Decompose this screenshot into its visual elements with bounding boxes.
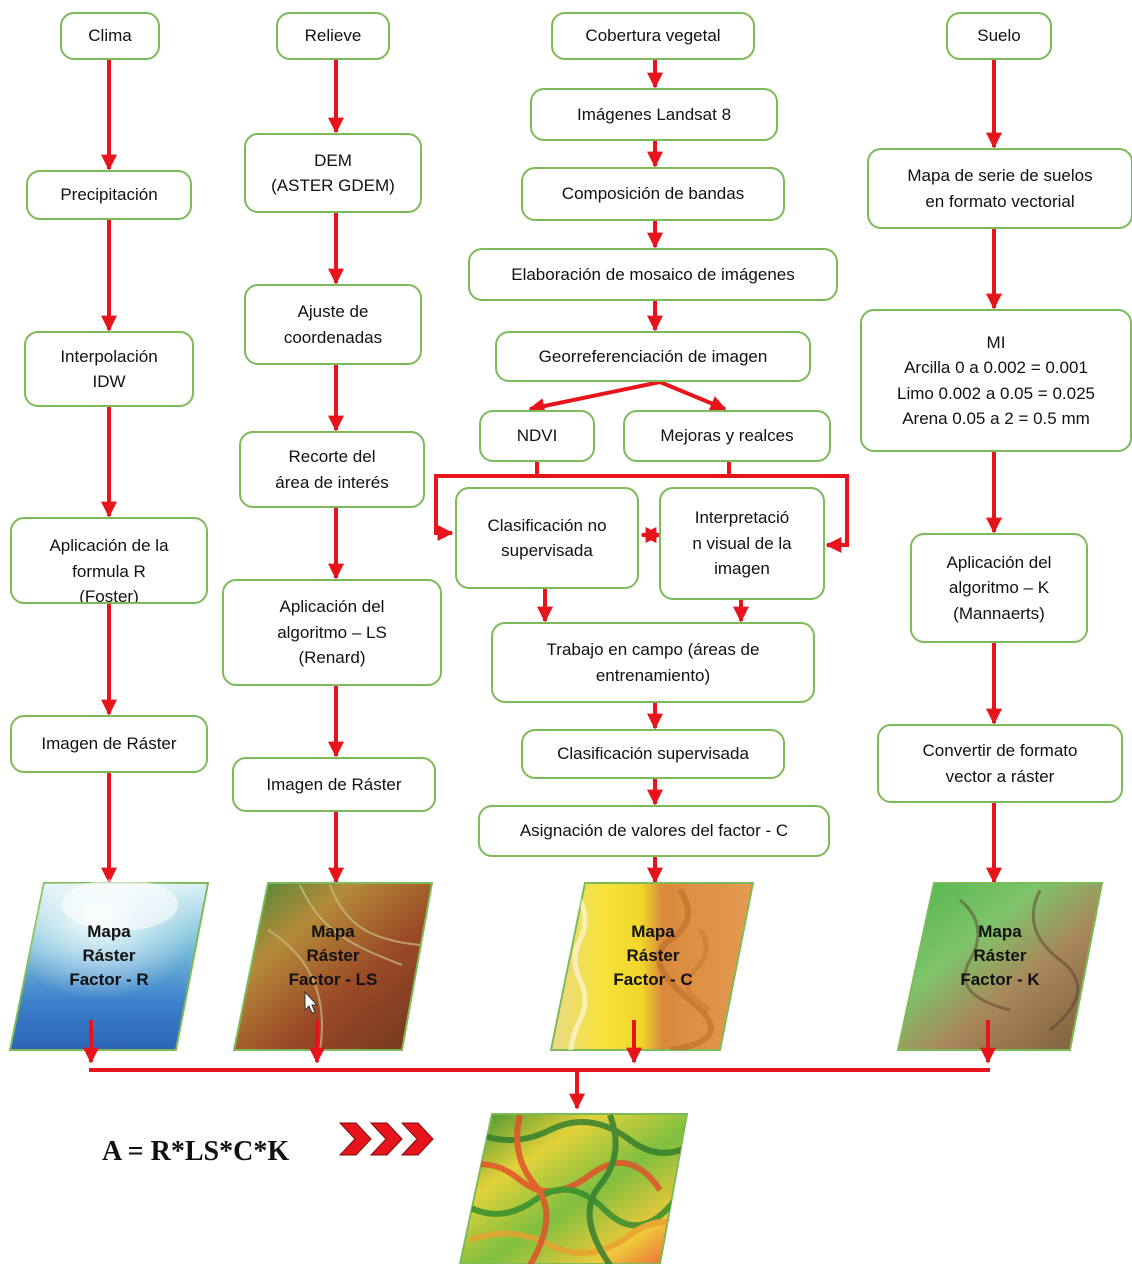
map-label-k: Mapa Ráster Factor - K	[960, 922, 1040, 989]
map-factor-k	[896, 882, 1104, 1051]
node-mi: MI Arcilla 0 a 0.002 = 0.001 Limo 0.002 …	[860, 309, 1132, 452]
map-factor-c	[549, 882, 755, 1051]
node-clasif-supervisada: Clasificación supervisada	[521, 729, 785, 779]
map-label-c: Mapa Ráster Factor - C	[613, 922, 693, 989]
node-composicion: Composición de bandas	[521, 167, 785, 221]
map-label-r: Mapa Ráster Factor - R	[69, 922, 149, 989]
feedback-arrow-left	[434, 474, 537, 541]
result-map	[458, 1113, 689, 1264]
node-recorte: Recorte del área de interés	[239, 431, 425, 508]
map-label-ls: Mapa Ráster Factor - LS	[288, 922, 378, 989]
node-algoritmo-ls: Aplicación del algoritmo – LS (Renard)	[222, 579, 442, 686]
cursor-icon	[304, 990, 319, 1014]
node-landsat: Imágenes Landsat 8	[530, 88, 778, 141]
chevron-arrows-icon	[338, 1122, 434, 1156]
usle-formula: A = R*LS*C*K	[102, 1136, 290, 1167]
node-georref: Georreferenciación de imagen	[495, 331, 811, 382]
node-raster-r: Imagen de Ráster	[10, 715, 208, 773]
node-cobertura: Cobertura vegetal	[551, 12, 755, 60]
arrow	[528, 380, 661, 414]
node-algoritmo-k: Aplicación del algoritmo – K (Mannaerts)	[910, 533, 1088, 643]
node-raster-ls: Imagen de Ráster	[232, 757, 436, 812]
node-formula-r: Aplicación de la formula R (Foster)	[10, 517, 208, 604]
node-mapa-suelos: Mapa de serie de suelos en formato vecto…	[867, 148, 1132, 229]
node-convertir: Convertir de formato vector a ráster	[877, 724, 1123, 803]
node-mejoras: Mejoras y realces	[623, 410, 831, 462]
node-precipitacion: Precipitación	[26, 170, 192, 220]
node-ndvi: NDVI	[479, 410, 595, 462]
node-relieve: Relieve	[276, 12, 390, 60]
node-trabajo-campo: Trabajo en campo (áreas de entrenamiento…	[491, 622, 815, 703]
map-factor-r	[8, 879, 210, 1051]
node-clima: Clima	[60, 12, 160, 60]
node-dem: DEM (ASTER GDEM)	[244, 133, 422, 213]
node-mosaico: Elaboración de mosaico de imágenes	[468, 248, 838, 301]
node-asignacion: Asignación de valores del factor - C	[478, 805, 830, 857]
node-interpretacion: Interpretació n visual de la imagen	[659, 487, 825, 600]
node-ajuste: Ajuste de coordenadas	[244, 284, 422, 365]
node-interpolacion: Interpolación IDW	[24, 331, 194, 407]
node-clasif-no-supervisada: Clasificación no supervisada	[455, 487, 639, 589]
feedback-arrow-right	[537, 474, 849, 553]
map-factor-ls	[232, 882, 434, 1051]
arrow	[659, 380, 727, 411]
node-suelo: Suelo	[946, 12, 1052, 60]
